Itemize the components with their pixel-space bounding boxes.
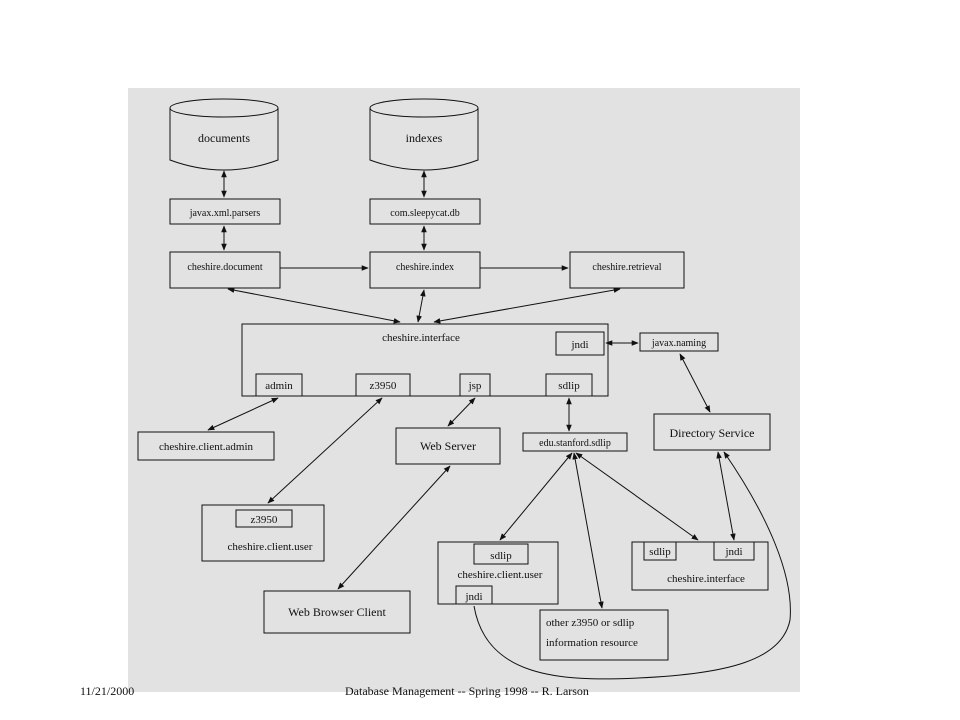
cheshire-index-node: cheshire.index bbox=[369, 251, 481, 289]
web-server-node: Web Server bbox=[395, 427, 501, 465]
z3950-port-label: z3950 bbox=[370, 380, 397, 392]
client-user-jndi-port bbox=[455, 585, 493, 605]
admin-port bbox=[255, 373, 303, 397]
cheshire-document-node: cheshire.document bbox=[169, 251, 281, 289]
arrow-naming-directory bbox=[679, 353, 711, 413]
web-browser-client-label: Web Browser Client bbox=[288, 605, 386, 619]
arrow-interface-document bbox=[227, 287, 401, 324]
sleepycat-node: com.sleepycat.db bbox=[369, 198, 481, 225]
remote-sdlip-label: sdlip bbox=[649, 546, 671, 558]
sdlip-port-label: sdlip bbox=[558, 380, 580, 392]
arrow-stanford-remote bbox=[575, 452, 699, 541]
arrow-stanford-clientuser bbox=[499, 452, 573, 541]
cheshire-retrieval-label: cheshire.retrieval bbox=[592, 262, 661, 273]
indexes-label: indexes bbox=[406, 131, 443, 145]
stanford-sdlip-node: edu.stanford.sdlip bbox=[522, 432, 628, 452]
sleepycat-label: com.sleepycat.db bbox=[390, 208, 459, 219]
architecture-diagram: documents indexes javax.xml.parsers com.… bbox=[137, 98, 791, 680]
javax-naming-label: javax.naming bbox=[651, 338, 706, 349]
client-user-sdlip-port bbox=[473, 543, 529, 565]
footer-date: 11/21/2000 bbox=[80, 684, 135, 698]
client-user-sdlip-port-label: sdlip bbox=[490, 550, 512, 562]
arrow-jndi-directory-curve bbox=[473, 451, 791, 680]
web-browser-client-node: Web Browser Client bbox=[263, 590, 411, 634]
sdlip-port bbox=[545, 373, 593, 397]
documents-store: documents bbox=[169, 98, 279, 171]
other-resource-line1: other z3950 or sdlip bbox=[546, 617, 635, 629]
client-user-sdlip-node: sdlip cheshire.client.user jndi bbox=[437, 541, 559, 605]
jsp-port bbox=[459, 373, 491, 397]
arrow-admin-client bbox=[207, 397, 279, 431]
client-admin-node: cheshire.client.admin bbox=[137, 431, 275, 461]
remote-cheshire-interface-node: sdlip jndi cheshire.interface bbox=[631, 541, 769, 591]
other-resource-node: other z3950 or sdlip information resourc… bbox=[539, 609, 669, 661]
arrow-jsp-webserver bbox=[447, 397, 476, 427]
cheshire-document-label: cheshire.document bbox=[187, 262, 262, 273]
connectors bbox=[207, 170, 791, 680]
cheshire-retrieval-node: cheshire.retrieval bbox=[569, 251, 685, 289]
cheshire-interface-label: cheshire.interface bbox=[382, 332, 460, 344]
arrow-interface-retrieval bbox=[433, 287, 621, 324]
cheshire-interface-node: cheshire.interface jndi admin z3950 jsp … bbox=[241, 323, 609, 397]
xml-parsers-label: javax.xml.parsers bbox=[189, 208, 261, 219]
client-user-jndi-label: jndi bbox=[464, 591, 482, 603]
footer-course: Database Management -- Spring 1998 -- R.… bbox=[345, 684, 589, 698]
admin-port-label: admin bbox=[265, 380, 293, 392]
documents-label: documents bbox=[198, 131, 250, 145]
arrow-stanford-other bbox=[572, 452, 604, 609]
client-user-z3950-label: cheshire.client.user bbox=[228, 541, 313, 553]
z3950-port bbox=[355, 373, 411, 397]
indexes-store: indexes bbox=[369, 98, 479, 171]
client-user-sdlip-label: cheshire.client.user bbox=[458, 569, 543, 581]
remote-jndi-port bbox=[713, 541, 755, 561]
interface-jndi-port bbox=[555, 331, 605, 356]
arrow-interface-index bbox=[416, 289, 426, 323]
arrow-webserver-browser bbox=[337, 465, 451, 590]
client-admin-label: cheshire.client.admin bbox=[159, 441, 254, 453]
directory-service-label: Directory Service bbox=[670, 426, 755, 440]
client-user-z3950-port bbox=[235, 509, 293, 528]
directory-service-node: Directory Service bbox=[653, 413, 771, 451]
client-user-z3950-port-label: z3950 bbox=[251, 514, 278, 526]
web-server-label: Web Server bbox=[420, 439, 476, 453]
cheshire-index-label: cheshire.index bbox=[396, 262, 454, 273]
jsp-port-label: jsp bbox=[468, 380, 482, 392]
slide-footer: 11/21/2000 Database Management -- Spring… bbox=[0, 684, 960, 704]
remote-sdlip-port bbox=[643, 541, 677, 561]
remote-interface-label: cheshire.interface bbox=[667, 573, 745, 585]
client-user-z3950-node: z3950 cheshire.client.user bbox=[201, 504, 325, 562]
remote-jndi-label: jndi bbox=[724, 546, 742, 558]
diagram-panel: documents indexes javax.xml.parsers com.… bbox=[128, 88, 800, 692]
other-resource-line2: information resource bbox=[546, 637, 638, 649]
interface-jndi-label: jndi bbox=[570, 339, 588, 351]
stanford-sdlip-label: edu.stanford.sdlip bbox=[539, 438, 611, 449]
xml-parsers-node: javax.xml.parsers bbox=[169, 198, 281, 225]
arrow-z3950-client bbox=[267, 397, 383, 504]
javax-naming-node: javax.naming bbox=[639, 332, 719, 352]
arrow-directory-remote bbox=[716, 451, 736, 541]
